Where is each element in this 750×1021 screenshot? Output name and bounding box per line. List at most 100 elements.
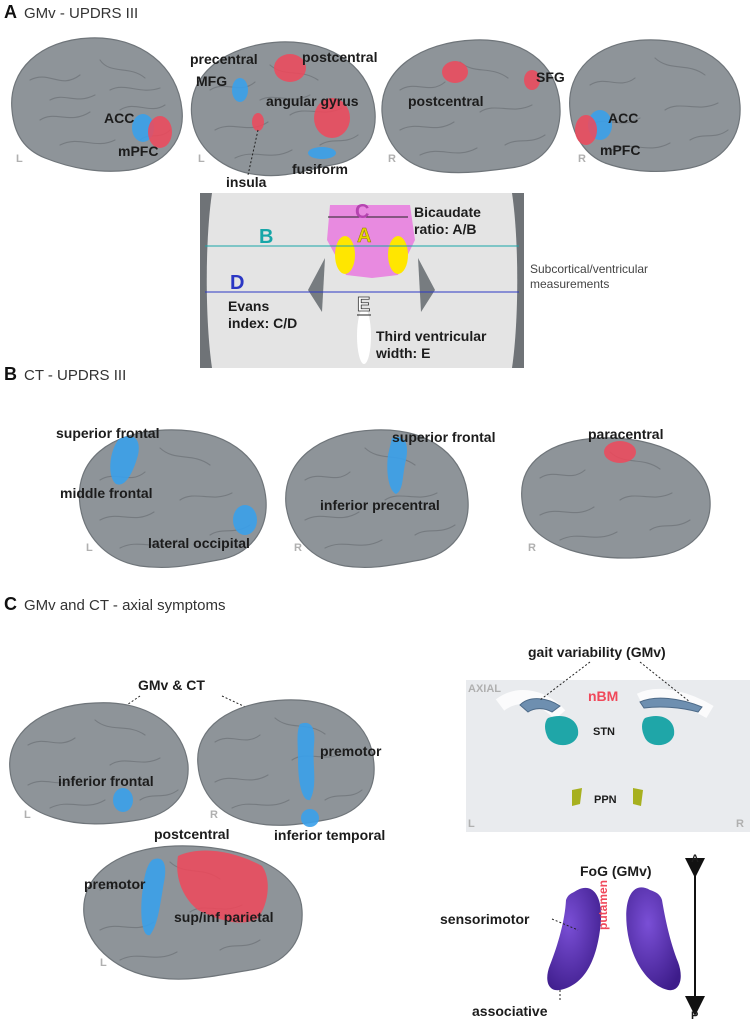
label-postcentral-right: postcentral bbox=[408, 93, 483, 109]
inset-third-line2: width: E bbox=[375, 345, 430, 361]
label-putamen: putamen bbox=[596, 880, 610, 930]
label-middle-frontal: middle frontal bbox=[60, 485, 153, 501]
label-associative: associative bbox=[472, 1003, 548, 1019]
hemi-c5: R bbox=[736, 818, 744, 830]
leader-gait-left bbox=[539, 661, 591, 701]
leader-gait-right bbox=[639, 661, 691, 703]
inset-third-line1: Third ventricular bbox=[376, 328, 487, 344]
inset-ventricle-right bbox=[418, 258, 435, 312]
inset-evans-line1: Evans bbox=[228, 298, 269, 314]
panel-a-title: GMv - UPDRS III bbox=[24, 5, 138, 22]
hemi-a1: L bbox=[16, 153, 23, 165]
label-inferior-frontal: inferior frontal bbox=[58, 773, 154, 789]
label-mfg: MFG bbox=[196, 73, 227, 89]
label-premotor-bottom: premotor bbox=[84, 876, 146, 892]
brain-c2-right-lateral: R premotor inferior temporal bbox=[197, 699, 385, 843]
inset-caudate-left bbox=[335, 236, 355, 274]
inset-evans-line2: index: C/D bbox=[228, 315, 297, 331]
inset-third-ventricle bbox=[357, 308, 371, 364]
panel-b-letter: B bbox=[4, 364, 17, 384]
label-arrow-top: A bbox=[691, 853, 699, 865]
panel-c-letter: C bbox=[4, 594, 17, 614]
side-note-line1: Subcortical/ventricular bbox=[530, 262, 648, 276]
label-paracentral: paracentral bbox=[588, 426, 663, 442]
putamen-right bbox=[626, 887, 681, 991]
label-fusiform: fusiform bbox=[292, 161, 348, 177]
hemi-b1: L bbox=[86, 542, 93, 554]
hemi-c2: R bbox=[210, 809, 218, 821]
brain-c1-left-medial: L inferior frontal bbox=[9, 702, 189, 825]
hemi-b2: R bbox=[294, 542, 302, 554]
label-mpfc-left: mPFC bbox=[118, 143, 158, 159]
panel-c: C GMv and CT - axial symptoms GMv & CT L… bbox=[4, 594, 750, 1021]
panel-b-title: CT - UPDRS III bbox=[24, 367, 126, 384]
inset-brain-slice bbox=[206, 193, 518, 368]
panel-a-letter: A bbox=[4, 2, 17, 22]
ppn-right bbox=[633, 788, 643, 806]
inset-letter-d: D bbox=[230, 272, 244, 294]
ventricle-inset: C A B D E Bicaudate ratio: A/B Evans ind… bbox=[200, 193, 524, 368]
label-gait-variability: gait variability (GMv) bbox=[528, 644, 666, 660]
inset-letter-c: C bbox=[355, 201, 369, 223]
panel-c-title: GMv and CT - axial symptoms bbox=[24, 597, 225, 614]
hemi-a3: R bbox=[388, 153, 396, 165]
label-arrow-bottom: P bbox=[691, 1010, 698, 1021]
label-angular-gyrus: angular gyrus bbox=[266, 93, 359, 109]
inset-ventricle-left bbox=[308, 258, 325, 312]
brain-b1-left-lateral: L superior frontal middle frontal latera… bbox=[56, 425, 267, 569]
label-superior-frontal-left: superior frontal bbox=[56, 425, 159, 441]
hemi-c3: L bbox=[100, 957, 107, 969]
stn-left bbox=[545, 715, 579, 746]
label-inferior-precentral: inferior precentral bbox=[320, 497, 440, 513]
brain-a2-left-lateral: L precentral postcentral MFG angular gyr… bbox=[190, 41, 377, 190]
inset-bicaudate-line2: ratio: A/B bbox=[414, 221, 476, 237]
label-postcentral-c: postcentral bbox=[154, 826, 229, 842]
fog-putamen: FoG (GMv) putamen sensorimotor associati… bbox=[440, 853, 705, 1021]
leader-sensorimotor bbox=[551, 918, 579, 931]
putamen-left bbox=[547, 887, 602, 991]
panel-b: B CT - UPDRS III L superior frontal midd… bbox=[4, 364, 711, 569]
nbm-structure-right bbox=[639, 697, 703, 713]
label-nbm: nBM bbox=[588, 688, 618, 704]
label-acc-left: ACC bbox=[104, 110, 134, 126]
label-ppn: PPN bbox=[594, 794, 617, 806]
hemi-b3: R bbox=[528, 542, 536, 554]
inset-caudate-right bbox=[388, 236, 408, 274]
label-fog: FoG (GMv) bbox=[580, 863, 652, 879]
label-axial: AXIAL bbox=[468, 683, 501, 695]
label-gmv-ct: GMv & CT bbox=[138, 677, 205, 693]
label-mpfc-right: mPFC bbox=[600, 142, 640, 158]
inset-letter-e: E bbox=[357, 294, 370, 316]
brain-a3-right-lateral: R SFG postcentral bbox=[381, 39, 565, 174]
label-stn: STN bbox=[593, 726, 615, 738]
label-insula: insula bbox=[226, 174, 267, 190]
label-lateral-occipital: lateral occipital bbox=[148, 535, 250, 551]
brain-a1-left-medial: L ACC mPFC bbox=[11, 37, 183, 172]
hemi-c1: L bbox=[24, 809, 31, 821]
stn-right bbox=[642, 715, 675, 746]
inset-letter-a: A bbox=[357, 225, 371, 247]
label-acc-right: ACC bbox=[608, 110, 638, 126]
brain-b3-right-medial: R paracentral bbox=[521, 426, 711, 559]
brain-c3-left-lateral: L postcentral premotor sup/inf parietal bbox=[83, 826, 303, 980]
panel-a: A GMv - UPDRS III L ACC mPFC L precentra… bbox=[4, 2, 741, 368]
hemi-a4: R bbox=[578, 153, 586, 165]
label-sup-inf-parietal: sup/inf parietal bbox=[174, 909, 274, 925]
brain-a4-right-medial: R ACC mPFC bbox=[569, 39, 741, 173]
brain-b2-right-lateral: R superior frontal inferior precentral bbox=[285, 429, 495, 569]
label-premotor-right: premotor bbox=[320, 743, 382, 759]
label-sensorimotor: sensorimotor bbox=[440, 911, 530, 927]
label-superior-frontal-right: superior frontal bbox=[392, 429, 495, 445]
ppn-left bbox=[572, 788, 582, 806]
nbm-structure-left bbox=[519, 698, 561, 713]
hemi-c4: L bbox=[468, 818, 475, 830]
axial-inset-background-structure bbox=[495, 689, 714, 720]
label-precentral: precentral bbox=[190, 51, 258, 67]
side-note-line2: measurements bbox=[530, 277, 609, 291]
hemi-a2: L bbox=[198, 153, 205, 165]
subcortical-axial-inset: gait variability (GMv) AXIAL nBM STN PPN… bbox=[466, 644, 750, 832]
label-postcentral-top: postcentral bbox=[302, 49, 377, 65]
inset-bicaudate-line1: Bicaudate bbox=[414, 204, 481, 220]
inset-letter-b: B bbox=[259, 226, 273, 248]
